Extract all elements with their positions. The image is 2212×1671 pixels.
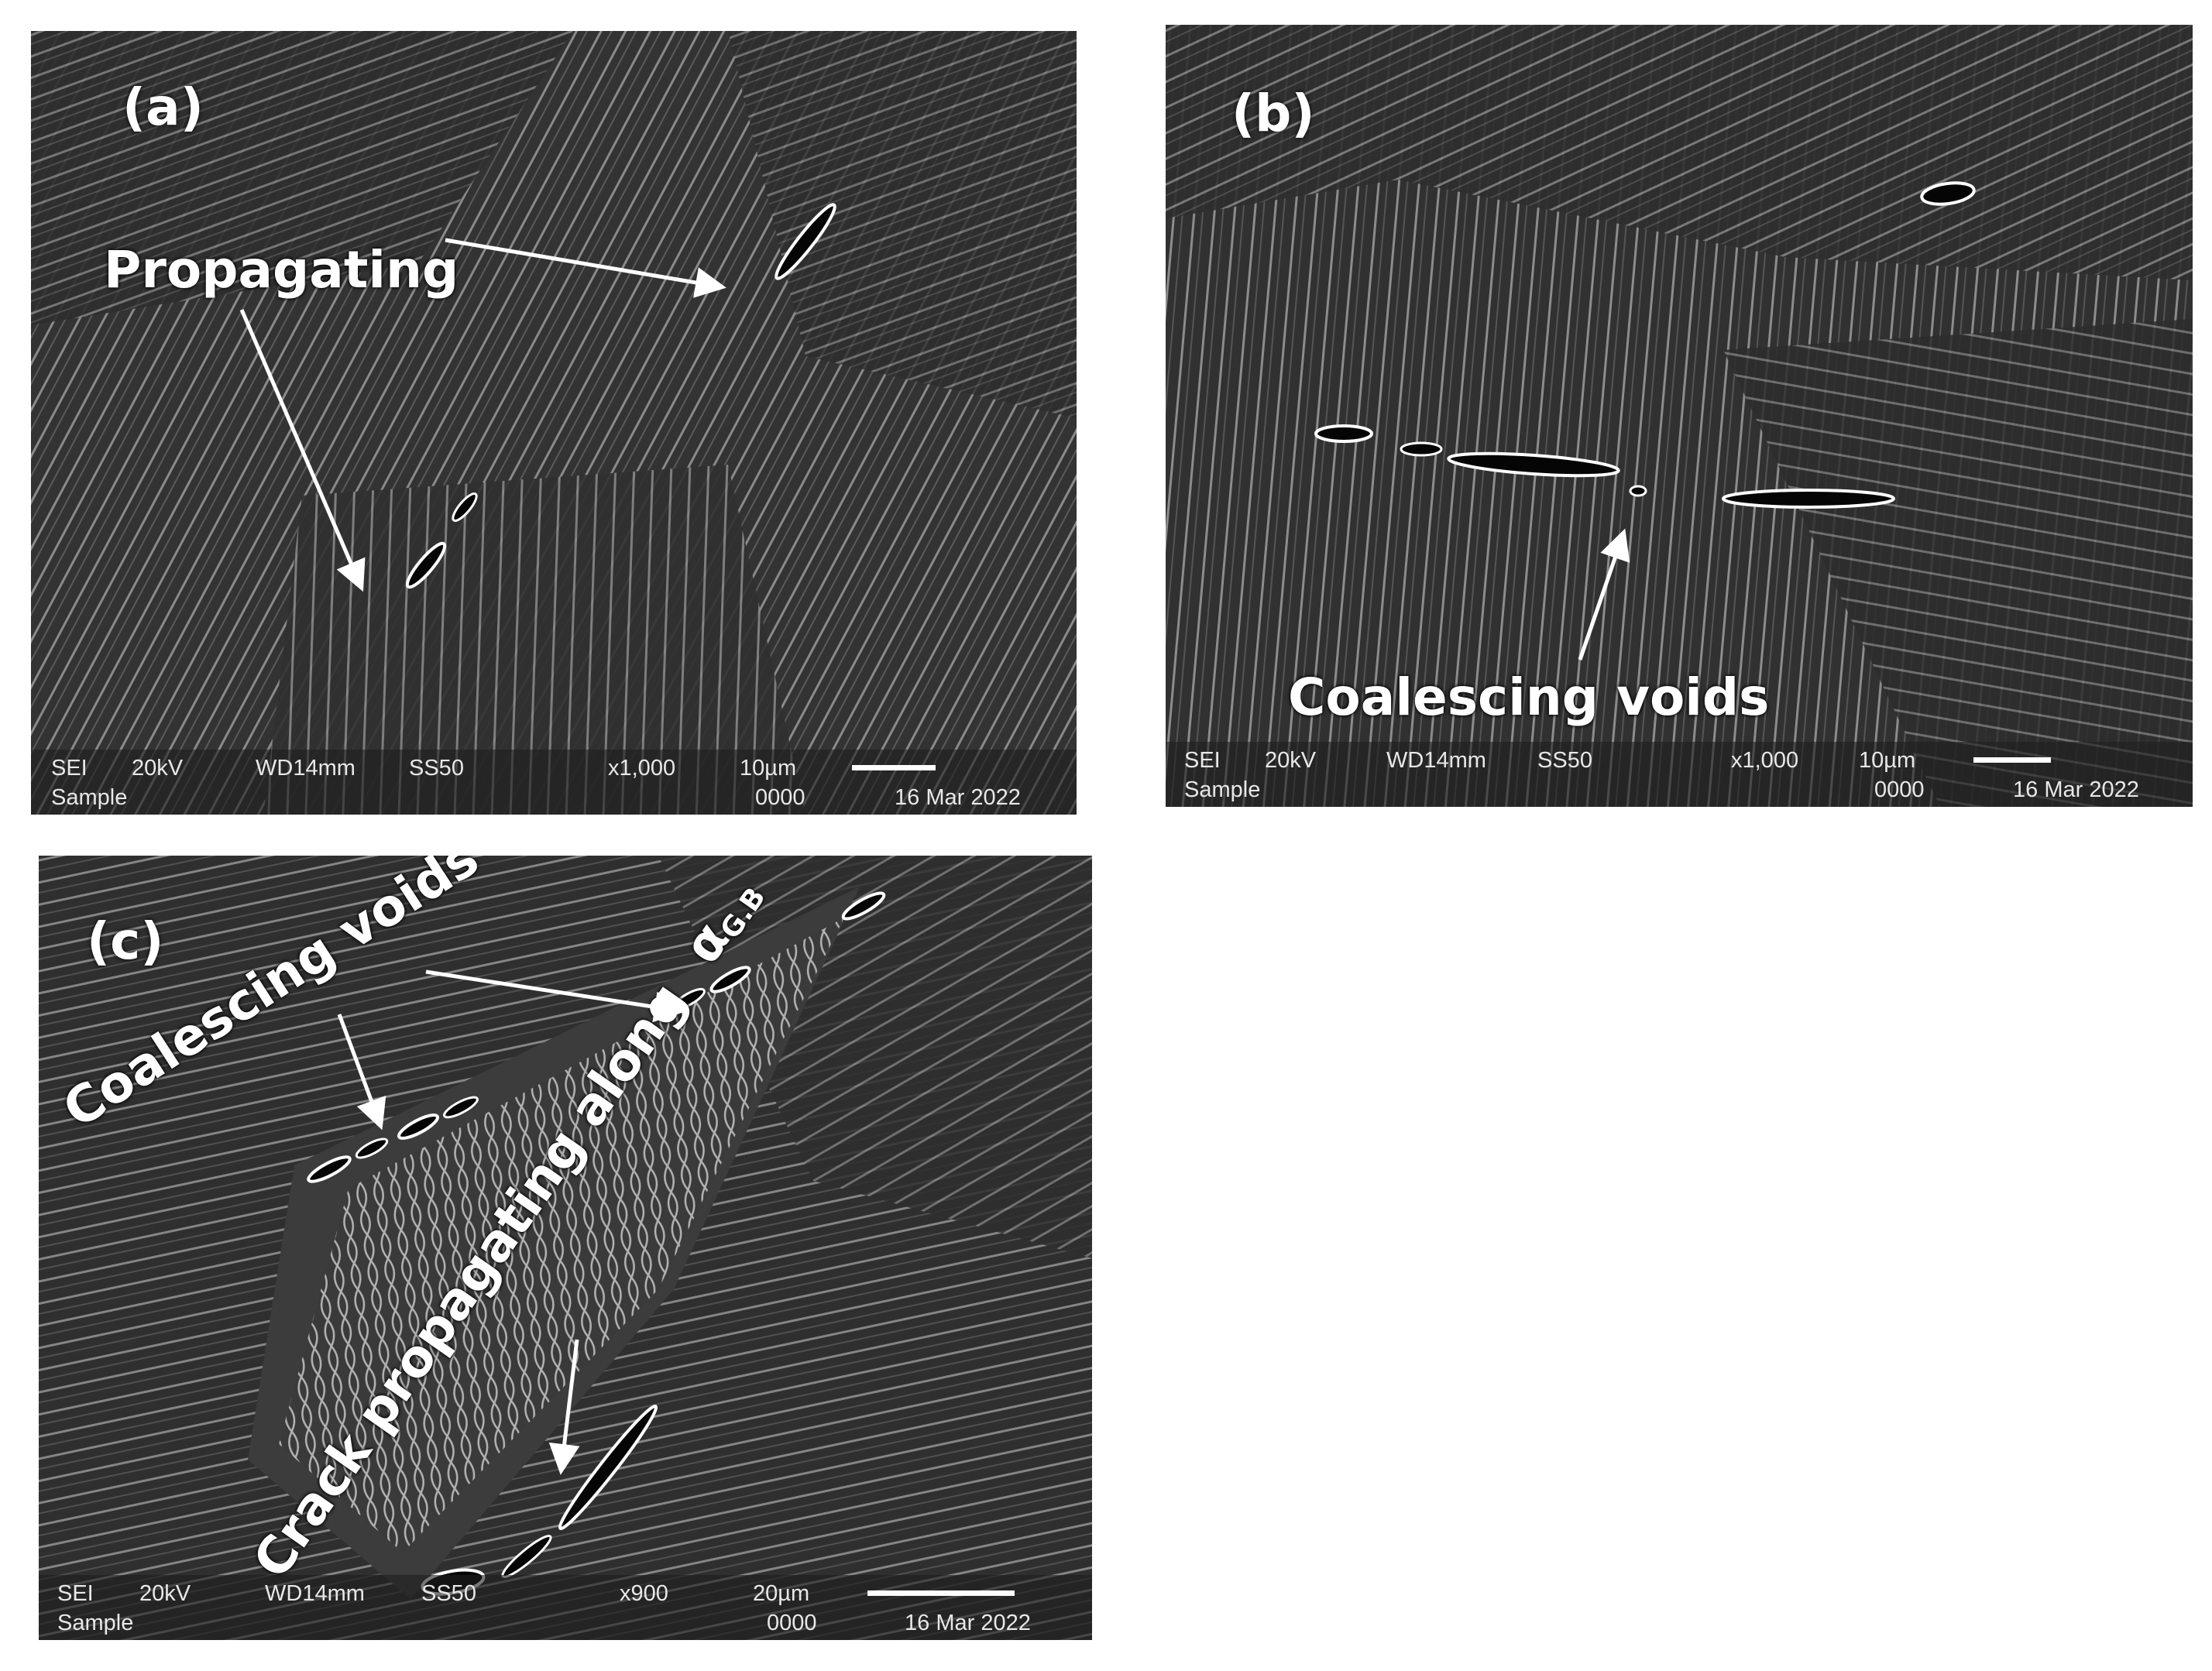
sem-info-bar-c: SEI 20kV WD14mm SS50 x900 20µm Sample 00… [39,1575,1092,1640]
info-scale: 10µm [1859,748,1916,773]
info-kv: 20kV [1265,748,1317,773]
info-scale: 10µm [740,756,797,781]
info-wd: WD14mm [256,756,356,781]
info-detector: SEI [1184,748,1221,773]
info-detector: SEI [57,1581,94,1606]
sem-info-bar-a: SEI 20kV WD14mm SS50 x1,000 10µm Sample … [31,750,1077,815]
info-id: 0000 [1874,777,1925,802]
sem-info-bar-b: SEI 20kV WD14mm SS50 x1,000 10µm Sample … [1166,742,2193,807]
info-kv: 20kV [139,1581,191,1606]
info-sample: Sample [57,1611,134,1635]
info-mag: x1,000 [1731,748,1799,773]
sem-panel-a: (a) Propagating SEI 20kV WD14mm SS50 x1,… [31,31,1077,815]
scale-bar [852,765,936,770]
info-wd: WD14mm [1386,748,1486,773]
info-id: 0000 [767,1611,817,1635]
info-date: 16 Mar 2022 [2013,777,2139,802]
info-detector: SEI [51,756,88,781]
info-sample: Sample [1184,777,1261,802]
micrograph-a [31,31,1077,815]
info-mag: x900 [620,1581,668,1606]
info-sample: Sample [51,785,128,810]
micrograph-b [1166,25,2193,807]
info-id: 0000 [755,785,805,810]
scale-bar [1973,757,2051,763]
info-date: 16 Mar 2022 [905,1611,1031,1635]
info-kv: 20kV [132,756,184,781]
info-scale: 20µm [753,1581,810,1606]
scale-bar [867,1590,1015,1596]
info-wd: WD14mm [265,1581,365,1606]
micrograph-c [39,856,1092,1640]
info-date: 16 Mar 2022 [895,785,1021,810]
info-ss: SS50 [421,1581,476,1606]
info-ss: SS50 [409,756,464,781]
panel-label-a: (a) [122,77,204,137]
annotation-propagating: Propagating [104,240,459,300]
sem-panel-c: (c) Coalescing voids Crack propagating a… [39,856,1092,1640]
annotation-coalescing-voids-b: Coalescing voids [1288,667,1770,727]
panel-label-b: (b) [1231,84,1315,143]
panel-label-c: (c) [87,911,164,971]
sem-panel-b: (b) Coalescing voids SEI 20kV WD14mm SS5… [1166,25,2193,807]
info-ss: SS50 [1537,748,1592,773]
info-mag: x1,000 [608,756,676,781]
